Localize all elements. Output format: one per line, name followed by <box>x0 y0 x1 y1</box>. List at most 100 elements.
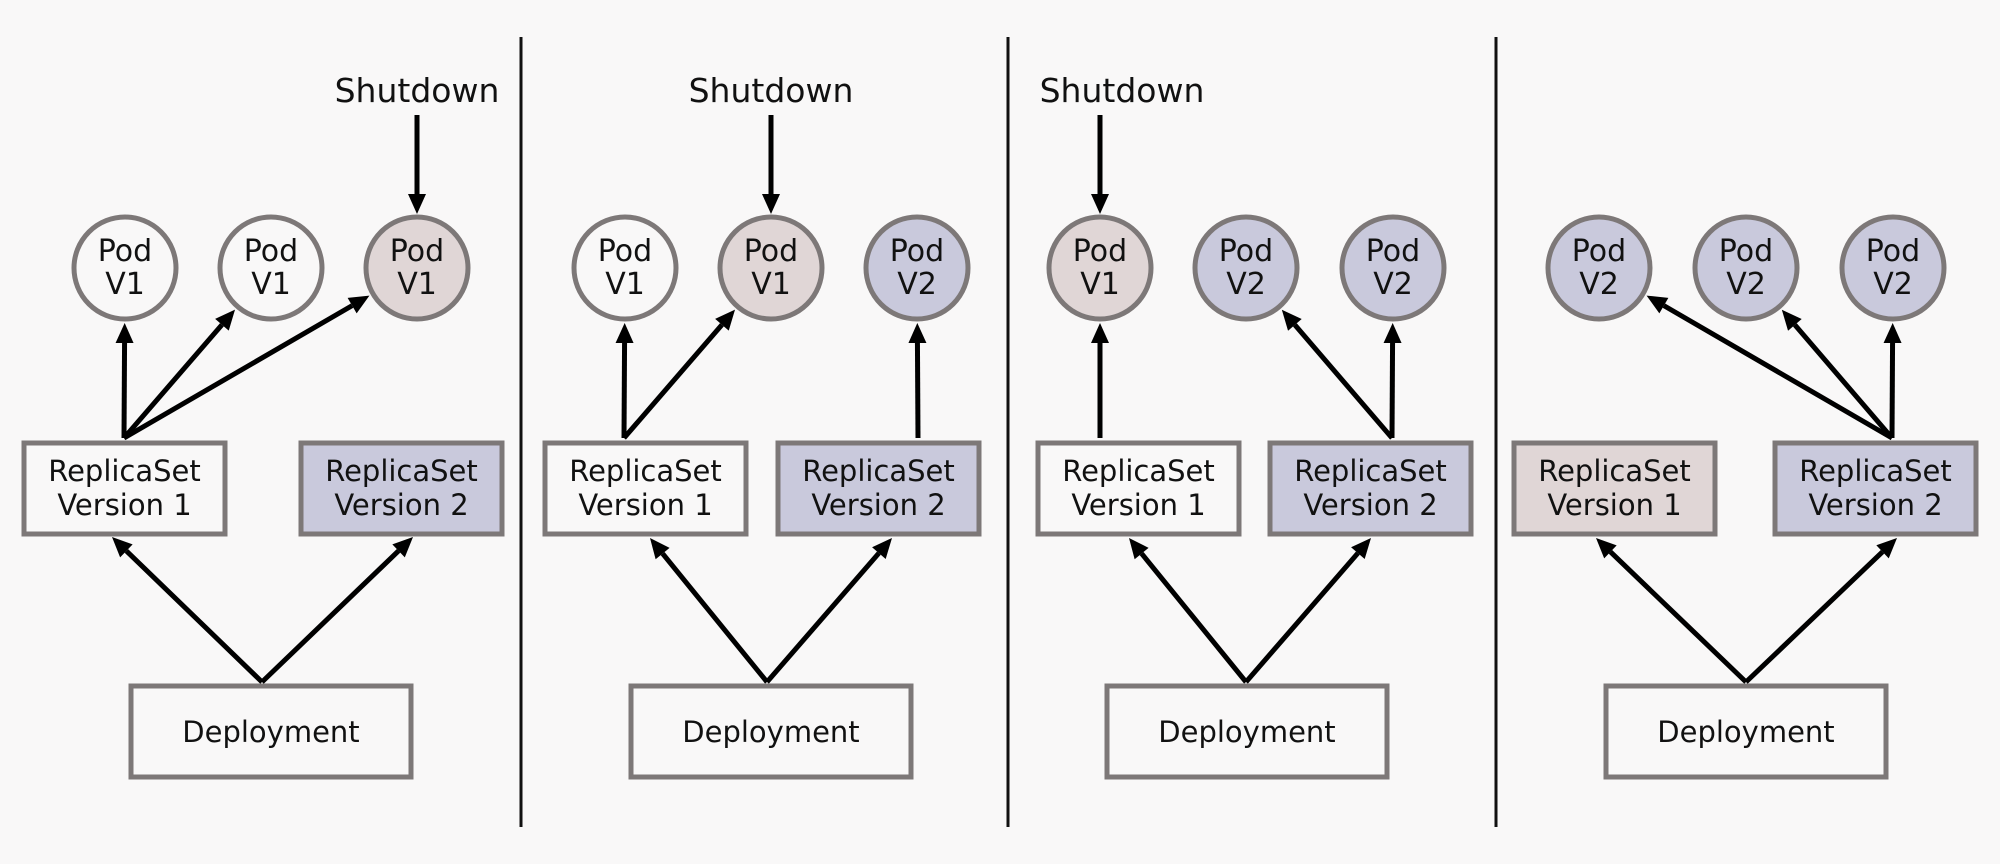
deployment-box <box>628 683 914 780</box>
arrow-shaft <box>1389 342 1396 439</box>
arrow-head-icon <box>1646 295 1669 314</box>
deployment-box <box>1104 683 1390 780</box>
replicaset-box <box>1511 440 1718 537</box>
replicaset-box <box>298 440 505 537</box>
arrow-head-icon <box>908 322 927 344</box>
pod-version: V2 <box>1873 267 1913 302</box>
replicaset-label: ReplicaSet <box>1294 454 1447 488</box>
arrow-shaft <box>1662 303 1894 441</box>
arrow-shaft <box>1244 551 1360 684</box>
arrow-head-icon <box>1781 309 1802 331</box>
arrow-head-icon <box>347 295 370 314</box>
pod-circle <box>717 214 825 322</box>
pod-circle <box>1339 214 1447 322</box>
deployment-node: Deployment <box>628 683 914 780</box>
deployment-node: Deployment <box>1104 683 1390 780</box>
arrow-shaft <box>765 551 881 684</box>
replicaset-to-pod-arrow <box>1091 323 1109 438</box>
stage-panel-3: ShutdownPodV1PodV2PodV2ReplicaSetVersion… <box>1035 71 1474 780</box>
arrow-head-icon <box>215 309 236 331</box>
stage-panel-1: ShutdownPodV1PodV1PodV1ReplicaSetVersion… <box>21 71 505 780</box>
replicaset-version: Version 2 <box>811 488 945 522</box>
stage-panel-2: ShutdownPodV1PodV1PodV2ReplicaSetVersion… <box>542 71 982 780</box>
arrow-shaft <box>1889 342 1896 439</box>
arrow-shaft <box>914 342 921 439</box>
arrow-shaft <box>121 342 128 439</box>
arrow-head-icon <box>1383 322 1402 344</box>
pod-version: V2 <box>1579 267 1619 302</box>
replicaset-version: Version 1 <box>57 488 191 522</box>
arrow-head-icon <box>408 194 426 214</box>
replicaset-label: ReplicaSet <box>569 454 722 488</box>
deployment-to-replicaset-arrow <box>765 538 892 684</box>
replicaset-label: ReplicaSet <box>1538 454 1691 488</box>
pod-title: Pod <box>390 234 444 269</box>
pod-circle <box>217 214 325 322</box>
deployment-to-replicaset-arrow <box>1244 538 1371 684</box>
shutdown-arrow <box>408 115 426 214</box>
deployment-to-replicaset-arrow <box>650 538 769 684</box>
pod-version: V2 <box>1373 267 1413 302</box>
arrow-shaft <box>122 323 224 440</box>
replicaset-label: ReplicaSet <box>1799 454 1952 488</box>
pod-version: V2 <box>1226 267 1266 302</box>
deployment-label: Deployment <box>1657 715 1834 749</box>
arrow-head-icon <box>872 538 892 560</box>
pod-version: V2 <box>897 267 937 302</box>
replicaset-box <box>21 440 228 537</box>
shutdown-label: Shutdown <box>689 71 854 110</box>
deployment-label: Deployment <box>682 715 859 749</box>
arrow-head-icon <box>650 538 670 560</box>
deployment-to-replicaset-arrow <box>1596 538 1748 684</box>
arrow-head-icon <box>1281 309 1302 331</box>
arrow-head-icon <box>715 309 736 331</box>
replicaset-to-pod-arrow <box>908 322 927 439</box>
arrow-shaft <box>1744 549 1885 684</box>
arrow-head-icon <box>112 537 133 558</box>
arrow-head-icon <box>1091 194 1109 214</box>
arrow-head-icon <box>1883 322 1902 344</box>
pod-title: Pod <box>1219 234 1273 269</box>
pod-title: Pod <box>1866 234 1920 269</box>
replicaset-label: ReplicaSet <box>48 454 201 488</box>
arrow-head-icon <box>762 194 780 214</box>
replicaset-to-pod-arrow <box>115 322 134 439</box>
replicaset-label: ReplicaSet <box>802 454 955 488</box>
arrow-shaft <box>124 549 264 684</box>
arrow-shaft <box>1292 323 1394 440</box>
deployment-to-replicaset-arrow <box>260 537 413 684</box>
arrow-head-icon <box>1091 323 1109 343</box>
replicaset-to-pod-arrow <box>1281 309 1394 440</box>
replicaset-label: ReplicaSet <box>1062 454 1215 488</box>
replicaset-box <box>1035 440 1242 537</box>
pod-circle <box>571 214 679 322</box>
deployment-to-replicaset-arrow <box>1744 538 1897 684</box>
pod-title: Pod <box>598 234 652 269</box>
deployment-box <box>128 683 414 780</box>
shutdown-arrow <box>1091 115 1109 214</box>
deployment-to-replicaset-arrow <box>112 537 264 684</box>
arrow-head-icon <box>615 322 634 344</box>
replicaset-version: Version 2 <box>334 488 468 522</box>
pod-circle <box>1692 214 1800 322</box>
shutdown-arrow <box>762 115 780 214</box>
pod-version: V1 <box>751 267 791 302</box>
arrow-shaft <box>621 342 628 439</box>
replicaset-version: Version 1 <box>578 488 712 522</box>
replicaset-to-pod-arrow <box>1883 322 1902 439</box>
shutdown-label: Shutdown <box>335 71 500 110</box>
replicaset-box <box>1772 440 1979 537</box>
pod-title: Pod <box>1366 234 1420 269</box>
arrow-head-icon <box>1351 538 1371 560</box>
